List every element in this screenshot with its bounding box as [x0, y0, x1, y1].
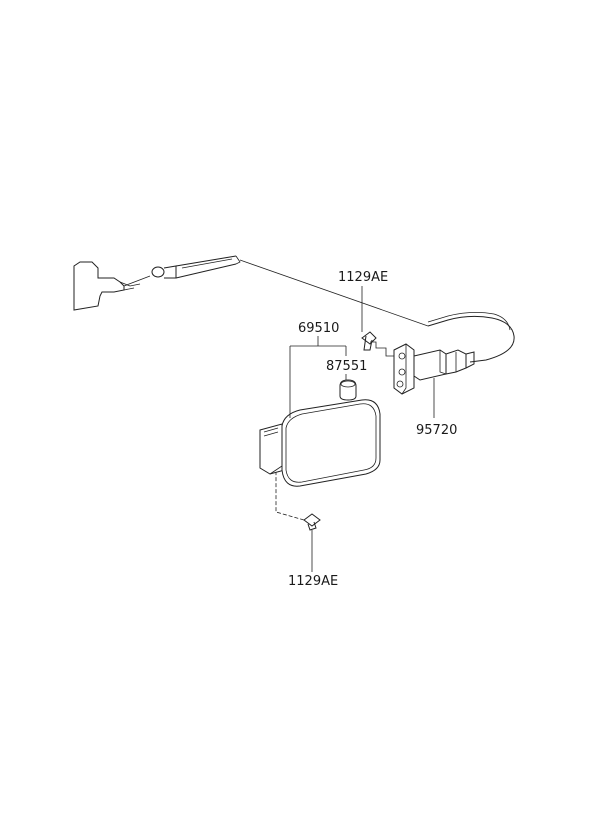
fuel-filler-door [259, 399, 381, 487]
leader-69510 [289, 336, 347, 418]
screw-bottom [275, 472, 321, 572]
screw-top [361, 286, 394, 357]
label-87551: 87551 [326, 359, 367, 374]
label-1129ae-top: 1129AE [338, 270, 388, 285]
label-69510: 69510 [298, 321, 339, 336]
label-95720: 95720 [416, 423, 457, 438]
bumper [339, 379, 357, 401]
release-handle [73, 261, 141, 311]
opener-actuator [393, 343, 475, 418]
label-1129ae-bottom: 1129AE [288, 574, 338, 589]
release-cable [123, 255, 515, 363]
